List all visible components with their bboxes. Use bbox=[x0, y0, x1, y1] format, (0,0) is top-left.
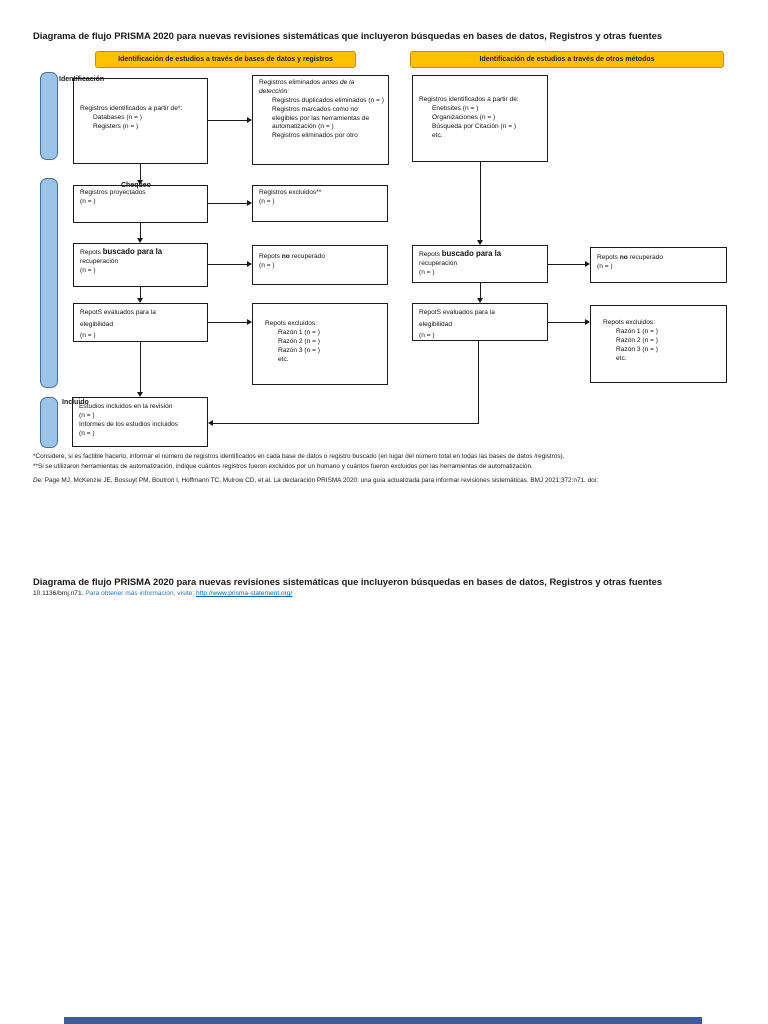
arrow-screened-to-excluded-line bbox=[208, 203, 247, 204]
connector-other-to-included-line bbox=[213, 423, 479, 424]
arrow-sought-to-notretrieved-line bbox=[208, 264, 247, 265]
citation: De: Page MJ, McKenzie JE, Bossuyt PM, Bo… bbox=[33, 477, 755, 484]
arrow-identified-to-removed-line bbox=[208, 120, 247, 121]
arrow-other-assessed-to-excluded-head bbox=[585, 319, 590, 325]
arrow-assessed-to-excluded-line bbox=[208, 322, 247, 323]
stage-bar-screening bbox=[40, 178, 58, 388]
bottom-caption-line: 10.1136/bmj.n71. Para obtener más inform… bbox=[33, 590, 745, 597]
arrow-other-assessed-to-excluded-line bbox=[548, 322, 585, 323]
stage-bar-included bbox=[40, 397, 58, 448]
footnote-double-asterisk: **Si se utilizaron herramientas de autom… bbox=[33, 463, 533, 470]
bottom-caption-title: Diagrama de flujo PRISMA 2020 para nueva… bbox=[33, 576, 663, 587]
box-reports-not-retrieved-databases: Repots no recuperado(n = ) bbox=[252, 245, 388, 285]
header-databases-label: Identificación de estudios a través de b… bbox=[118, 56, 333, 63]
arrow-other-sought-to-notretrieved-head bbox=[585, 261, 590, 267]
citation-text: Page MJ, McKenzie JE, Bossuyt PM, Boutro… bbox=[42, 477, 598, 484]
prisma-statement-link[interactable]: http://www.prisma-statement.org/ bbox=[196, 590, 293, 597]
connector-other-to-included-head bbox=[208, 420, 213, 426]
connector-other-assessed-down-line bbox=[478, 341, 479, 424]
citation-prefix: De: bbox=[33, 477, 43, 484]
box-records-removed-before-screening: Registros eliminados antes de la detecci… bbox=[252, 75, 389, 165]
arrow-other-identified-to-sought-line bbox=[480, 162, 481, 241]
header-other-methods-label: Identificación de estudios a través de o… bbox=[479, 56, 655, 63]
arrow-other-sought-to-assessed-head bbox=[477, 298, 483, 303]
more-info-text: Para obtener más información, visite: bbox=[85, 590, 196, 597]
next-page-top-edge bbox=[64, 1017, 702, 1024]
arrow-identified-to-screened-line bbox=[140, 164, 141, 181]
stage-label-identification: Identificación bbox=[59, 76, 105, 83]
stage-bar-identification bbox=[40, 72, 58, 160]
arrow-sought-to-notretrieved-head bbox=[247, 261, 252, 267]
arrow-assessed-to-included-line bbox=[140, 342, 141, 393]
arrow-assessed-to-included-head bbox=[137, 392, 143, 397]
arrow-assessed-to-excluded-head bbox=[247, 319, 252, 325]
arrow-sought-to-assessed-line bbox=[140, 287, 141, 299]
doi-text: 10.1136/bmj.n71. bbox=[33, 590, 86, 597]
box-reports-excluded-databases: Repots excluidos:Razón 1 (n = )Razón 2 (… bbox=[252, 303, 388, 385]
box-records-screened: Registros proyectados(n = ) bbox=[73, 185, 208, 223]
stage-label-included: Incluido bbox=[62, 399, 89, 406]
arrow-identified-to-screened-head bbox=[137, 180, 143, 185]
arrow-identified-to-removed-head bbox=[247, 117, 252, 123]
arrow-screened-to-excluded-head bbox=[247, 200, 252, 206]
stage-label-screening: Chequeo bbox=[121, 182, 151, 189]
page-title: Diagrama de flujo PRISMA 2020 para nueva… bbox=[33, 30, 663, 41]
arrow-screened-to-sought-line bbox=[140, 223, 141, 239]
header-databases-registers: Identificación de estudios a través de b… bbox=[95, 51, 356, 68]
box-records-excluded: Registros excluidos**(n = ) bbox=[252, 185, 388, 222]
arrow-screened-to-sought-head bbox=[137, 238, 143, 243]
box-studies-included: Estudios incluidos en la revisión(n = )I… bbox=[72, 397, 208, 447]
header-other-methods: Identificación de estudios a través de o… bbox=[410, 51, 724, 68]
arrow-other-sought-to-assessed-line bbox=[480, 283, 481, 299]
box-records-identified-other: Registros identificados a partir de:Eneb… bbox=[412, 75, 548, 162]
arrow-other-identified-to-sought-head bbox=[477, 240, 483, 245]
footnote-asterisk: *Considere, si es factible hacerlo, info… bbox=[33, 453, 565, 460]
box-reports-excluded-other: Repots excluidos:Razón 1 (n = )Razón 2 (… bbox=[590, 305, 727, 383]
arrow-other-sought-to-notretrieved-line bbox=[548, 264, 585, 265]
box-records-identified-databases: Registros identificados a partir de*:Dat… bbox=[73, 78, 208, 164]
arrow-sought-to-assessed-head bbox=[137, 298, 143, 303]
box-reports-not-retrieved-other: Repots no recuperado(n = ) bbox=[590, 247, 727, 283]
